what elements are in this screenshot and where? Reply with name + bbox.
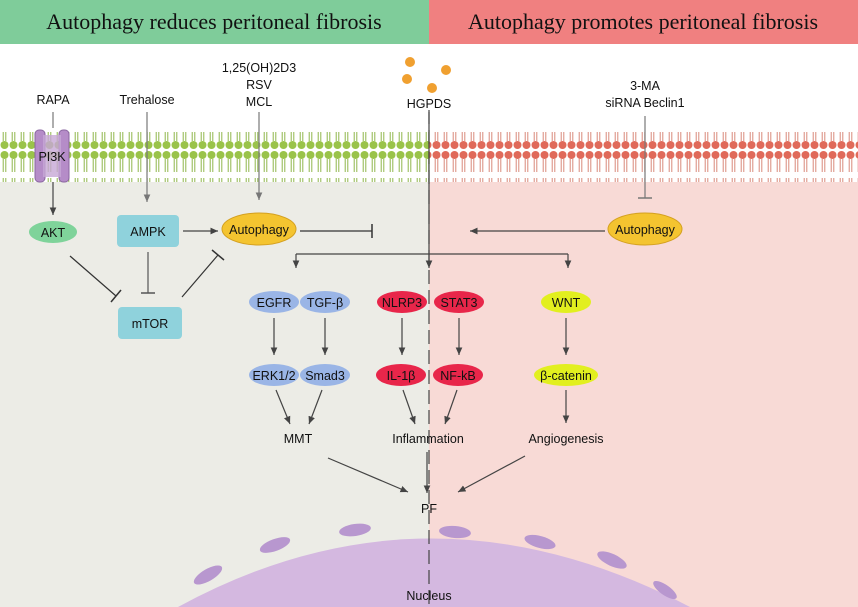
mtor-label: mTOR	[132, 317, 169, 331]
akt-node: AKT	[29, 221, 77, 243]
edge-angiogenesis-pf	[457, 455, 526, 493]
nfkb-label: NF-kB	[440, 369, 475, 383]
bcatenin-label: β-catenin	[540, 369, 592, 383]
nfkb-node: NF-kB	[433, 364, 483, 386]
egfr-label: EGFR	[257, 296, 292, 310]
tgfb-label: TGF-β	[307, 296, 343, 310]
right-membrane	[429, 132, 858, 182]
inducer-3ma: 3-MA	[630, 79, 661, 93]
autophagy-right-node: Autophagy	[607, 212, 683, 246]
nucleus	[178, 523, 690, 607]
edge-ampk-inhibit-mtor	[141, 252, 155, 294]
nlrp3-node: NLRP3	[377, 291, 427, 313]
il1b-node: IL-1β	[376, 364, 426, 386]
nucleus-label: Nucleus	[406, 589, 451, 603]
left-header-title: Autophagy reduces peritoneal fibrosis	[46, 9, 381, 34]
erk-label: ERK1/2	[252, 369, 295, 383]
autophagy-left-label: Autophagy	[229, 223, 290, 237]
inducer-trehalose: Trehalose	[119, 93, 174, 107]
mtor-node: mTOR	[118, 307, 182, 339]
edge-il1b-inflammation	[402, 389, 416, 425]
outcome-pf: PF	[421, 502, 437, 516]
egfr-node: EGFR	[249, 291, 299, 313]
autophagy-right-label: Autophagy	[615, 223, 676, 237]
ampk-label: AMPK	[130, 225, 166, 239]
pi3k-receptor: PI3K	[34, 129, 70, 183]
erk-node: ERK1/2	[249, 364, 299, 386]
smad3-label: Smad3	[305, 369, 345, 383]
il1b-label: IL-1β	[387, 369, 416, 383]
edge-mtor-inhibit-autophagy	[181, 249, 225, 298]
inducer-sirna-beclin1: siRNA Beclin1	[605, 96, 684, 110]
right-header-title: Autophagy promotes peritoneal fibrosis	[468, 9, 818, 34]
inducer-hgpds: HGPDS	[407, 97, 451, 111]
pi3k-label: PI3K	[38, 150, 66, 164]
edge-autophagy-left-inhibit	[300, 224, 373, 238]
inducer-rapa: RAPA	[36, 93, 70, 107]
left-membrane	[0, 132, 429, 182]
wnt-label: WNT	[552, 296, 581, 310]
nlrp3-label: NLRP3	[382, 296, 422, 310]
bcatenin-node: β-catenin	[534, 364, 598, 386]
inducer-mcl: MCL	[246, 95, 272, 109]
inducer-rsv: RSV	[246, 78, 272, 92]
edge-erk-mmt	[275, 389, 291, 425]
outcome-inflammation: Inflammation	[392, 432, 464, 446]
glucose-particles-icon	[402, 57, 451, 93]
inducer-vitd: 1,25(OH)2D3	[222, 61, 296, 75]
akt-label: AKT	[41, 226, 66, 240]
outcome-angiogenesis: Angiogenesis	[528, 432, 603, 446]
stat3-label: STAT3	[440, 296, 477, 310]
autophagy-left-node: Autophagy	[221, 212, 297, 246]
edge-3ma-inhibit-autophagy	[638, 116, 652, 199]
edge-branch	[292, 253, 572, 268]
outcome-mmt: MMT	[284, 432, 313, 446]
stat3-node: STAT3	[434, 291, 484, 313]
right-header-bar	[429, 0, 858, 44]
wnt-node: WNT	[541, 291, 591, 313]
smad3-node: Smad3	[300, 364, 350, 386]
right-cytoplasm	[429, 182, 858, 607]
ampk-node: AMPK	[117, 215, 179, 247]
tgfb-node: TGF-β	[300, 291, 350, 313]
left-header-bar	[0, 0, 429, 44]
edge-mmt-pf	[327, 457, 409, 493]
edge-smad3-mmt	[308, 389, 323, 425]
edge-nfkb-inflammation	[444, 389, 458, 425]
edge-akt-inhibit-mtor	[69, 255, 122, 303]
